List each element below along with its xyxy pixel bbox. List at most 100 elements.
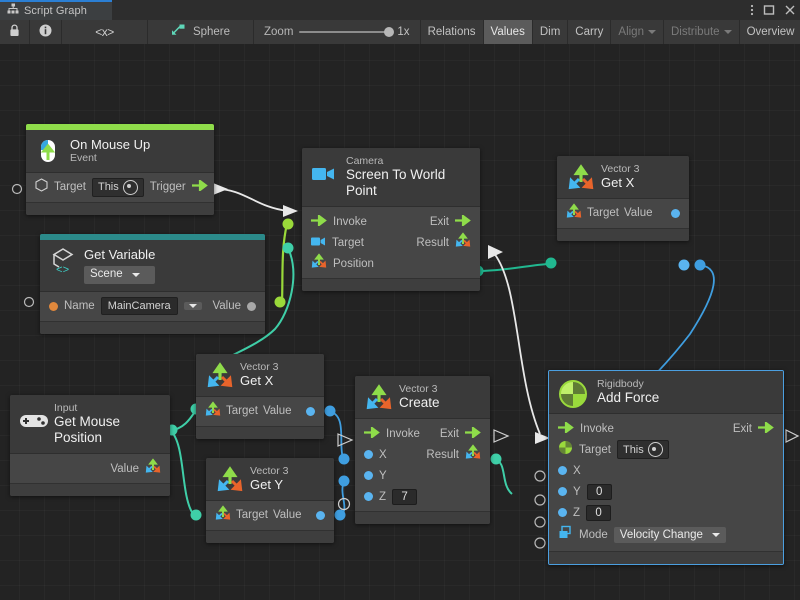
value-port-dot[interactable] [247, 301, 256, 311]
node-title: Get Variable [84, 247, 156, 262]
node-input-get-mouse-position[interactable]: Input Get Mouse Position Value [10, 395, 170, 497]
mode-label: Mode [579, 529, 608, 542]
zoom-slider-knob[interactable] [384, 27, 395, 37]
zoom-label: Zoom [264, 26, 294, 38]
target-value-field[interactable]: This [91, 177, 144, 197]
node-header: Camera Screen To World Point [302, 148, 480, 207]
y-input-port[interactable] [558, 487, 567, 497]
graph-canvas[interactable]: On Mouse Up Event Target This Trigger [0, 44, 800, 600]
close-icon[interactable] [784, 4, 796, 16]
toolbar-button-relations[interactable]: Relations [421, 20, 484, 44]
toolbar-button-carry[interactable]: Carry [568, 20, 612, 44]
name-input-port[interactable] [49, 301, 58, 311]
chevron-down-icon [188, 304, 197, 309]
value-port-dot[interactable] [316, 510, 325, 520]
vector3-icon [455, 232, 471, 253]
invoke-label[interactable]: Invoke [386, 427, 420, 440]
node-header: On Mouse Up Event [26, 130, 214, 172]
target-picker-icon[interactable] [122, 179, 138, 195]
window-buttons [750, 0, 796, 20]
toolbar-button-align[interactable]: Align [611, 20, 664, 44]
value-output-port[interactable] [316, 510, 325, 520]
value-output-port[interactable] [306, 406, 315, 416]
maximize-icon[interactable] [763, 4, 775, 16]
variable-name-dropdown-button[interactable] [183, 302, 202, 311]
camera-icon [311, 164, 337, 190]
toolbar-button-overview[interactable]: Overview [740, 20, 800, 44]
toolbar-button-label: Carry [575, 26, 604, 38]
tab-label: Script Graph [24, 5, 87, 17]
value-label: Value [272, 509, 302, 522]
trigger-label: Trigger [149, 181, 186, 194]
y-input-port[interactable] [364, 471, 373, 481]
x-label: X [573, 464, 581, 477]
exit-port[interactable]: Exit [430, 213, 471, 231]
port-row-mode: Mode Velocity Change [549, 523, 783, 547]
value-label: Value [212, 300, 241, 313]
node-get-variable[interactable]: <> Get Variable Scene Name MainCamera [40, 234, 265, 334]
node-rigidbody-add-force[interactable]: Rigidbody Add Force Invoke Exit [548, 370, 784, 566]
node-title: Screen To World Point [346, 167, 446, 199]
value-output-port[interactable]: Value [212, 300, 256, 312]
value-port-dot[interactable] [671, 208, 680, 218]
node-footer [302, 278, 480, 292]
target-picker-icon[interactable] [647, 442, 663, 458]
z-value-field[interactable]: 7 [392, 488, 418, 505]
code-toggle-button[interactable]: <x> [62, 20, 148, 44]
x-input-port[interactable] [364, 450, 373, 460]
y-value-field[interactable]: 0 [586, 483, 612, 500]
zoom-slider[interactable] [299, 27, 395, 37]
node-footer [196, 425, 324, 439]
toolbar-button-dim[interactable]: Dim [533, 20, 569, 44]
port-row-invoke-exit: Invoke Exit [355, 423, 490, 444]
toolbar-button-values[interactable]: Values [483, 20, 533, 44]
node-vector3-get-x-top[interactable]: Vector 3 Get X Target Value [557, 156, 689, 241]
code-brackets-icon: <x> [95, 25, 114, 39]
node-vector3-get-y[interactable]: Vector 3 Get Y Target Value [206, 458, 334, 543]
variable-scope-dropdown[interactable]: Scene [84, 266, 156, 284]
zoom-value: 1x [397, 26, 410, 38]
exit-port[interactable]: Exit [440, 425, 481, 443]
vector3-icon [205, 401, 221, 422]
node-header: <> Get Variable Scene [40, 240, 265, 291]
toolbar-button-distribute[interactable]: Distribute [664, 20, 740, 44]
invoke-label[interactable]: Invoke [333, 215, 367, 228]
node-on-mouse-up[interactable]: On Mouse Up Event Target This Trigger [26, 124, 214, 215]
z-label: Z [379, 490, 387, 503]
result-label: Result [416, 236, 449, 249]
variable-name-value: MainCamera [107, 300, 171, 313]
z-input-port[interactable] [558, 508, 567, 518]
node-titles: Input Get Mouse Position [54, 402, 160, 446]
flow-arrow-icon [364, 425, 380, 443]
invoke-label[interactable]: Invoke [580, 422, 614, 435]
node-titles: Get Variable Scene [84, 247, 156, 284]
z-value-field[interactable]: 0 [586, 504, 612, 521]
trigger-port[interactable]: Trigger [150, 178, 208, 196]
target-value-field[interactable]: This [616, 440, 669, 460]
node-body: Target Value [206, 499, 334, 530]
kebab-menu-icon[interactable] [750, 3, 754, 17]
x-input-port[interactable] [558, 466, 567, 476]
value-output-port[interactable] [671, 208, 680, 218]
result-port[interactable]: Result [416, 232, 471, 253]
tab-script-graph[interactable]: Script Graph [0, 0, 112, 20]
z-input-port[interactable] [364, 492, 373, 502]
mode-value: Velocity Change [619, 529, 703, 542]
node-vector3-get-x-bottom[interactable]: Vector 3 Get X Target Value [196, 354, 324, 439]
info-button[interactable] [30, 20, 62, 44]
chevron-down-icon [723, 30, 732, 34]
node-title: Create [399, 395, 440, 411]
mode-dropdown[interactable]: Velocity Change [613, 527, 726, 544]
exit-port[interactable]: Exit [733, 420, 774, 438]
zoom-control[interactable]: Zoom 1x [254, 20, 421, 44]
value-port-dot[interactable] [306, 406, 315, 416]
variable-name-field[interactable]: MainCamera [100, 297, 178, 316]
lock-button[interactable] [0, 20, 30, 44]
lock-icon [9, 24, 20, 40]
result-port[interactable]: Result [426, 444, 481, 465]
node-screen-to-world-point[interactable]: Camera Screen To World Point Invoke Exit [302, 148, 480, 292]
flow-arrow-icon [191, 178, 208, 196]
graph-target-button[interactable]: Sphere [148, 20, 254, 44]
node-vector3-create[interactable]: Vector 3 Create Invoke Exit [355, 376, 490, 525]
